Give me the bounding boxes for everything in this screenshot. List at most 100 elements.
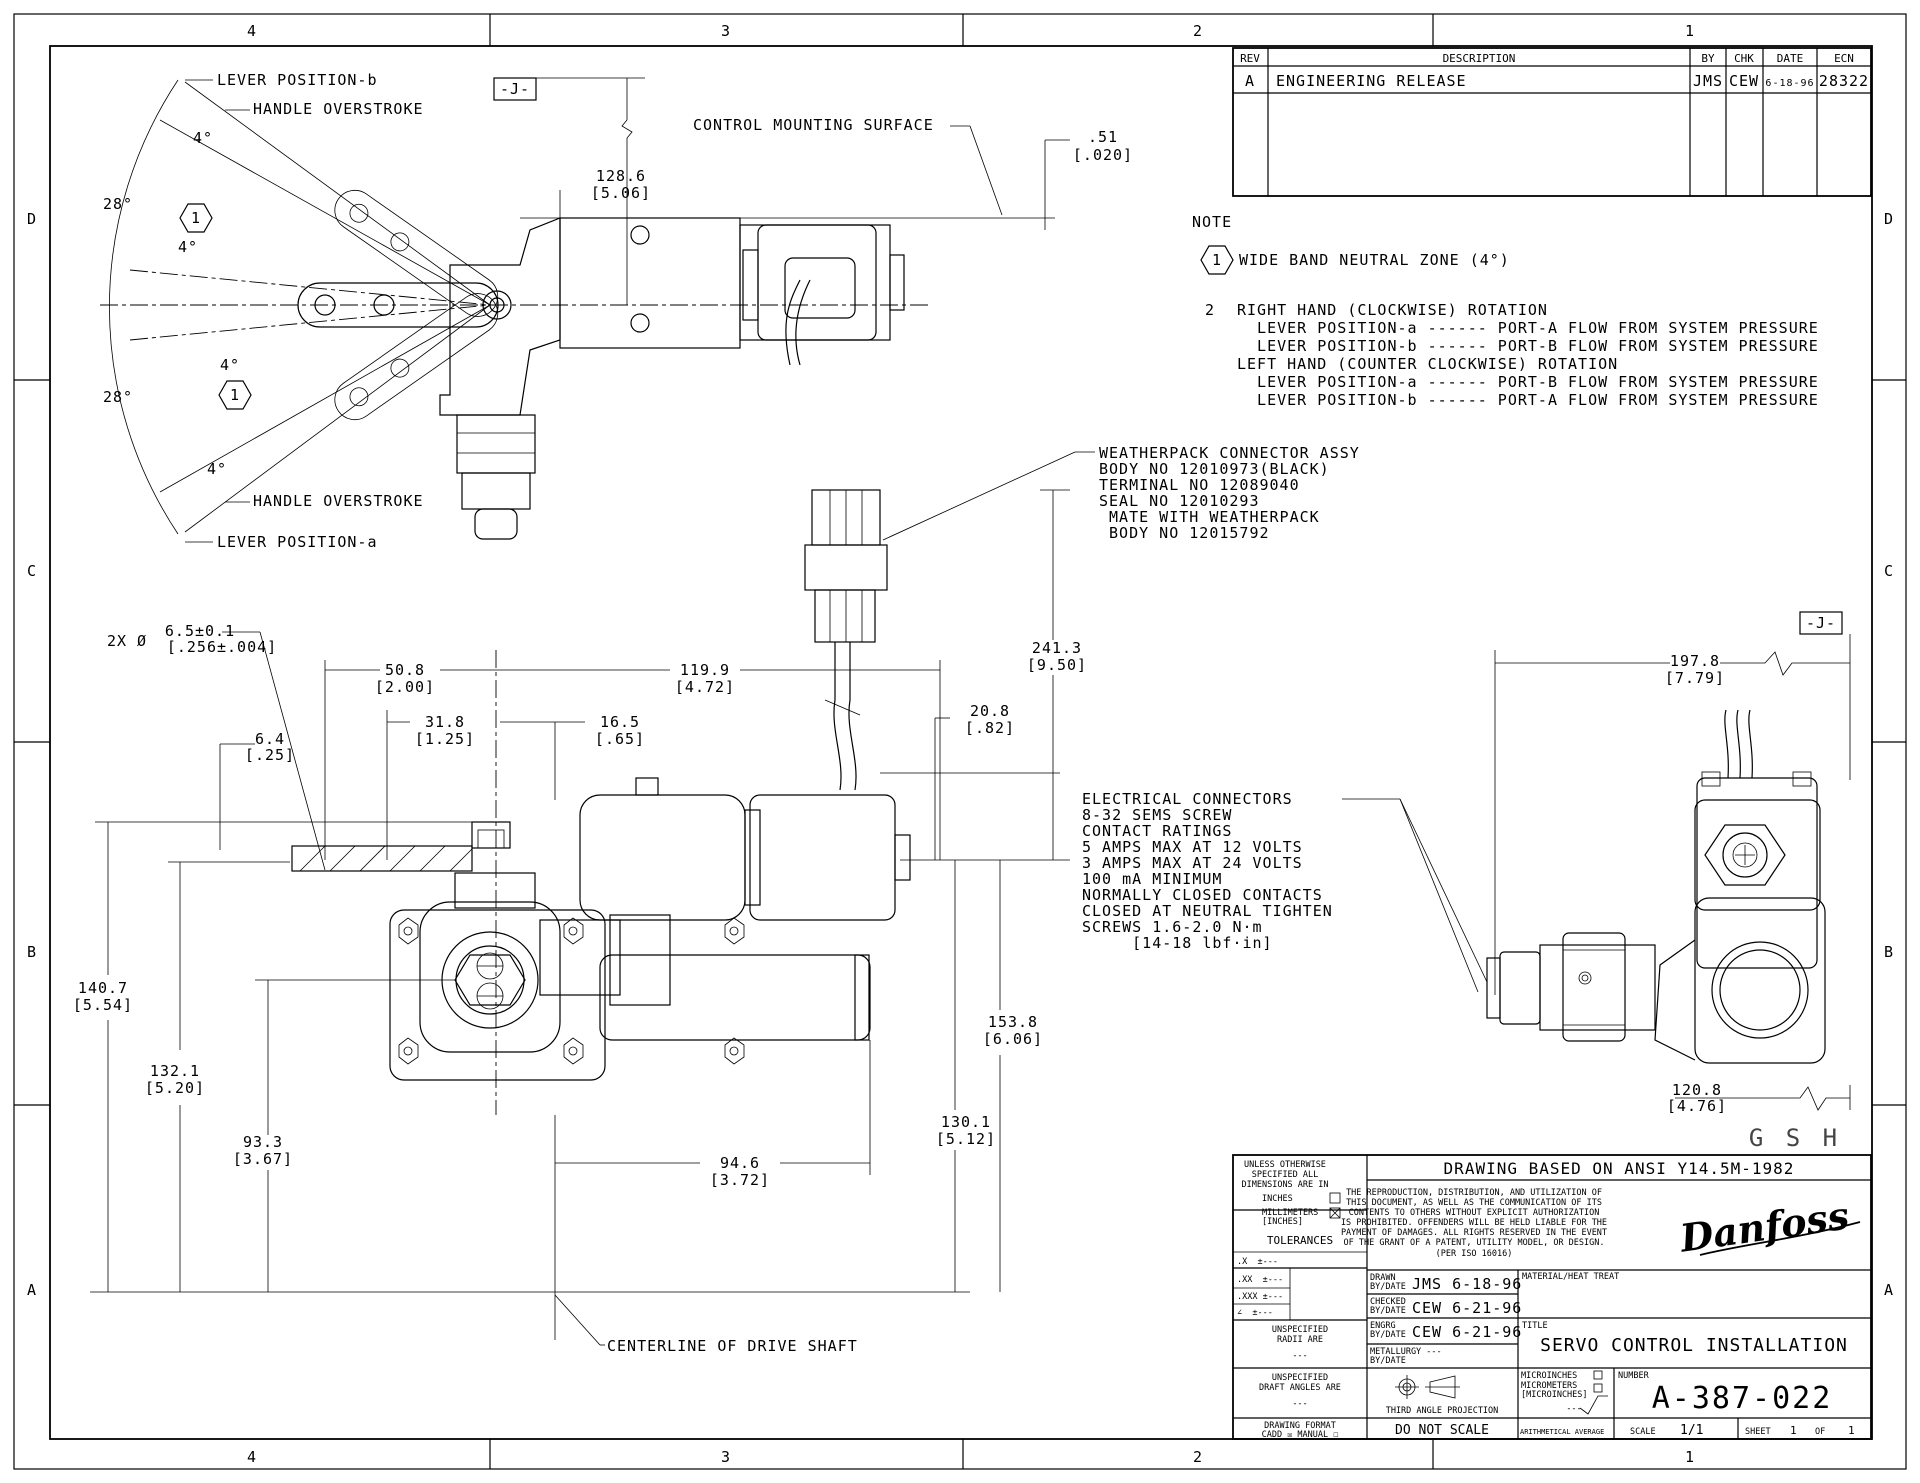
- side-datum-j-box: [1799, 611, 1843, 635]
- connector-note-line-6: BODY NO 12015792: [1099, 524, 1270, 542]
- tol-row-4: ∠ ±---: [1237, 1308, 1273, 1318]
- cadd-manual: CADD ☒ MANUAL ☐: [1262, 1430, 1339, 1440]
- millimeters-checkbox: [1329, 1207, 1341, 1219]
- centerline-of-drive-shaft: CENTERLINE OF DRIVE SHAFT: [607, 1337, 858, 1355]
- unspecified-radii-1: UNSPECIFIED: [1272, 1325, 1328, 1335]
- roughness-value: ---: [1566, 1404, 1581, 1414]
- side-view: -J- 197.8 [7.79] 120.8: [1486, 611, 1851, 1152]
- electrical-note-line-3: CONTACT RATINGS: [1082, 822, 1232, 840]
- top-view-note-marker-upper: 1: [191, 209, 201, 227]
- legal-line-7: (PER ISO 16016): [1436, 1249, 1513, 1259]
- angle-4-b: 4°: [178, 238, 198, 256]
- zone-row-b-right: B: [1884, 943, 1894, 961]
- of-label: OF: [1815, 1427, 1825, 1437]
- tol-row-3: .XXX ±---: [1237, 1292, 1283, 1302]
- dim-508-in: [2.00]: [375, 678, 435, 696]
- connector-note-line-4: SEAL NO 12010293: [1099, 492, 1260, 510]
- unspecified-draft-1: UNSPECIFIED: [1272, 1373, 1328, 1383]
- metallurgy-label-1: METALLURGY ---: [1370, 1347, 1442, 1357]
- electrical-note-line-6: 100 mA MINIMUM: [1082, 870, 1222, 888]
- dim-1407-mm: 140.7: [78, 979, 128, 997]
- hole-spec-mm: 6.5±0.1: [165, 622, 235, 640]
- rev-header-description: DESCRIPTION: [1443, 52, 1516, 65]
- material-label: MATERIAL/HEAT TREAT: [1522, 1272, 1619, 1282]
- rev-header-ecn: ECN: [1834, 52, 1854, 65]
- note-2-line-2: LEVER POSITION-a ------ PORT-A FLOW FROM…: [1237, 319, 1819, 337]
- unless-otherwise-1: UNLESS OTHERWISE: [1244, 1160, 1326, 1170]
- checked-value: CEW 6-21-96: [1412, 1299, 1522, 1317]
- dim-2413-in: [9.50]: [1027, 656, 1087, 674]
- side-dim-1208-in: [4.76]: [1667, 1097, 1727, 1115]
- electrical-note-line-2: 8-32 SEMS SCREW: [1082, 806, 1232, 824]
- side-view-letters: G S H: [1749, 1124, 1841, 1152]
- control-body-top: [439, 190, 1055, 540]
- zone-col-4-bottom: 4: [247, 1448, 257, 1466]
- zone-col-3-bottom: 3: [721, 1448, 731, 1466]
- revision-block: REV DESCRIPTION BY CHK DATE ECN A ENGINE…: [1232, 47, 1872, 197]
- micrometers-label-1: MICROMETERS: [1521, 1381, 1577, 1391]
- microinches-checkbox: [1593, 1370, 1603, 1380]
- dim-1199-mm: 119.9: [680, 661, 730, 679]
- dim-933-mm: 93.3: [243, 1133, 283, 1151]
- dim-64-in: [.25]: [245, 746, 295, 764]
- angle-28-top: 28°: [103, 195, 133, 213]
- engrg-value: CEW 6-21-96: [1412, 1323, 1522, 1341]
- do-not-scale: DO NOT SCALE: [1395, 1423, 1489, 1438]
- zone-col-4-top: 4: [247, 22, 257, 40]
- number-label: NUMBER: [1618, 1371, 1650, 1381]
- legal-line-3: CONTENTS TO OTHERS WITHOUT EXPLICIT AUTH…: [1349, 1208, 1600, 1218]
- metallurgy-label-2: BY/DATE: [1370, 1356, 1406, 1366]
- note-2-line-5: LEVER POSITION-a ------ PORT-B FLOW FROM…: [1237, 373, 1819, 391]
- rev-row-description: ENGINEERING RELEASE: [1276, 72, 1467, 90]
- danfoss-logo-swash: [1699, 1221, 1861, 1256]
- rev-header-by: BY: [1701, 52, 1715, 65]
- legal-line-2: THIS DOCUMENT, AS WELL AS THE COMMUNICAT…: [1346, 1198, 1602, 1208]
- danfoss-logo: Danfoss: [1676, 1192, 1851, 1260]
- handle-overstroke-top-label: HANDLE OVERSTROKE: [253, 100, 424, 118]
- handle-overstroke-bottom-label: HANDLE OVERSTROKE: [253, 492, 424, 510]
- dim-128-in: [5.06]: [591, 184, 651, 202]
- roughness-symbol: [1579, 1395, 1608, 1415]
- notes-block: NOTE 1 WIDE BAND NEUTRAL ZONE (4°) 2 RIG…: [1192, 213, 1819, 409]
- top-datum-j: -J-: [500, 80, 530, 98]
- dim-165-mm: 16.5: [600, 713, 640, 731]
- note-2-line-1: RIGHT HAND (CLOCKWISE) ROTATION: [1237, 301, 1548, 319]
- tolerances-label: TOLERANCES: [1267, 1234, 1333, 1247]
- rev-row-chk: CEW: [1729, 72, 1759, 90]
- projection-label: THIRD ANGLE PROJECTION: [1386, 1406, 1499, 1416]
- note-2-number: 2: [1205, 301, 1215, 319]
- tol-row-1: .X ±---: [1237, 1257, 1278, 1267]
- drawing-format: DRAWING FORMAT: [1264, 1421, 1336, 1431]
- zone-col-2-top: 2: [1193, 22, 1203, 40]
- dim-946-mm: 94.6: [720, 1154, 760, 1172]
- unless-otherwise-2: SPECIFIED ALL: [1252, 1170, 1319, 1180]
- zone-row-a-left: A: [27, 1281, 37, 1299]
- rev-header-rev: REV: [1240, 52, 1260, 65]
- scale-value: 1/1: [1680, 1423, 1703, 1438]
- engrg-label-1: ENGRG: [1370, 1321, 1396, 1331]
- weatherpack-connector: [804, 489, 888, 791]
- legal-line-5: PAYMENT OF DAMAGES. ALL RIGHTS RESERVED …: [1341, 1228, 1607, 1238]
- front-view: 2X Ø 6.5±0.1 [.256±.004] 50.8 [2.00] 119…: [73, 489, 1087, 1355]
- scale-label: SCALE: [1630, 1427, 1656, 1437]
- arithmetical-average: ARITHMETICAL AVERAGE: [1520, 1428, 1604, 1436]
- side-dim-1208-mm: 120.8: [1672, 1081, 1722, 1099]
- front-view-dimensions: [90, 489, 1070, 1346]
- electrical-note-line-9: SCREWS 1.6-2.0 N·m: [1082, 918, 1263, 936]
- micrometers-label-2: [MICROINCHES]: [1521, 1390, 1588, 1400]
- side-dim-1978-mm: 197.8: [1670, 652, 1720, 670]
- top-view-note-marker-lower: 1: [230, 386, 240, 404]
- zone-row-c-right: C: [1884, 562, 1894, 580]
- zone-col-1-bottom: 1: [1685, 1448, 1695, 1466]
- electrical-note-line-4: 5 AMPS MAX AT 12 VOLTS: [1082, 838, 1303, 856]
- top-datum-j-box: [493, 77, 537, 101]
- rev-header-chk: CHK: [1734, 52, 1754, 65]
- title-block: UNLESS OTHERWISE SPECIFIED ALL DIMENSION…: [1232, 1154, 1872, 1440]
- note-1-marker: 1: [1212, 251, 1222, 269]
- drawn-label-2: BY/DATE: [1370, 1282, 1406, 1292]
- note-1-hexagon: [1200, 245, 1234, 275]
- connector-note-line-3: TERMINAL NO 12089040: [1099, 476, 1300, 494]
- rev-row-rev: A: [1245, 72, 1255, 90]
- rev-row-date: 6-18-96: [1765, 78, 1814, 89]
